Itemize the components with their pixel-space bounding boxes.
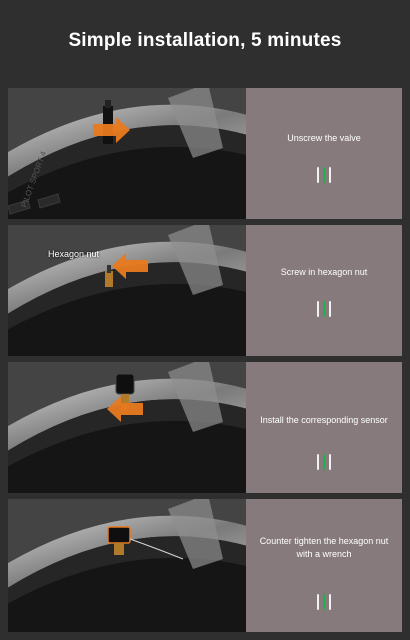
step-2-caption: Screw in hexagon nut — [280, 267, 368, 277]
step-3: Install the corresponding sensor — [8, 362, 402, 493]
step-2-panel: Screw in hexagon nut — [246, 225, 402, 356]
step-4-caption: Counter tighten the hexagon nut with a w… — [259, 536, 389, 559]
step-4-photo — [8, 499, 246, 632]
tire-image — [8, 225, 246, 356]
tire-image — [8, 499, 246, 632]
step-1-photo: PILOT SPORT 4 — [8, 88, 246, 219]
valve-indicator-icon — [317, 594, 331, 610]
step-4-panel: Counter tighten the hexagon nut with a w… — [246, 499, 402, 632]
step-1-panel: Unscrew the valve — [246, 88, 402, 219]
arrow-right-icon — [93, 117, 130, 143]
arrow-left-icon — [107, 396, 143, 422]
hexagon-nut-label: Hexagon nut — [48, 249, 100, 259]
step-4: Counter tighten the hexagon nut with a w… — [8, 499, 402, 632]
arrow-left-icon — [112, 253, 148, 279]
tire-image — [8, 362, 246, 493]
valve-indicator-icon — [317, 454, 331, 470]
step-1-caption: Unscrew the valve — [287, 133, 361, 143]
step-3-photo — [8, 362, 246, 493]
step-3-caption: Install the corresponding sensor — [260, 415, 388, 425]
step-3-panel: Install the corresponding sensor — [246, 362, 402, 493]
page-title: Simple installation, 5 minutes — [68, 30, 342, 51]
step-1: PILOT SPORT 4 Unscrew the valve — [8, 88, 402, 219]
step-2: Hexagon nut Screw in hexagon nut — [8, 225, 402, 356]
valve-indicator-icon — [317, 167, 331, 183]
step-2-photo: Hexagon nut — [8, 225, 246, 356]
valve-indicator-icon — [317, 301, 331, 317]
tire-image: PILOT SPORT 4 — [8, 88, 246, 219]
